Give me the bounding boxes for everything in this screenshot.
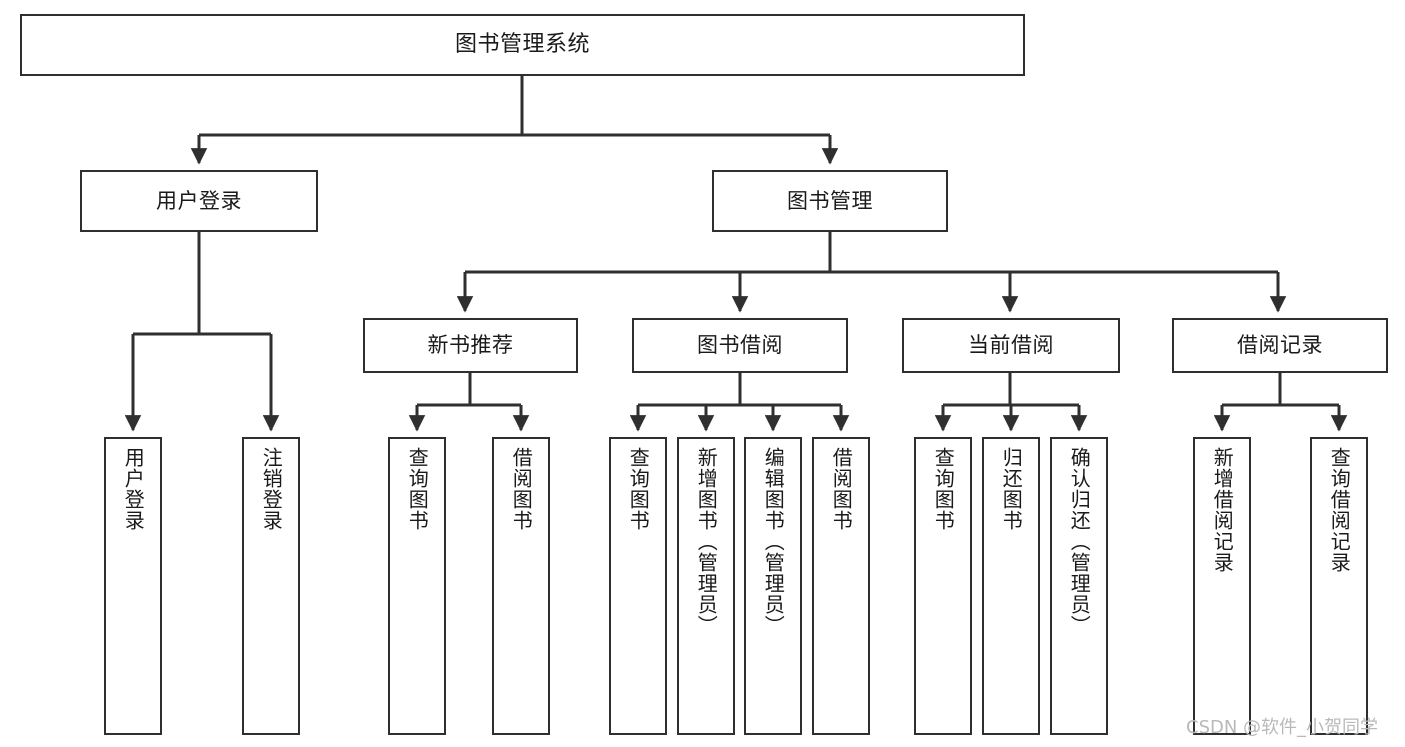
node-leaf-return-book-label: 归还图书 — [999, 447, 1024, 531]
node-book-management-label: 图书管理 — [787, 188, 873, 213]
node-leaf-query-book-1[interactable]: 查询图书 — [388, 437, 446, 735]
node-leaf-logout-login[interactable]: 注销登录 — [242, 437, 300, 735]
node-leaf-borrow-book-1[interactable]: 借阅图书 — [492, 437, 550, 735]
node-leaf-query-book-1-label: 查询图书 — [405, 447, 430, 531]
node-leaf-borrow-book-2-label: 借阅图书 — [829, 447, 854, 531]
node-book-borrow-label: 图书借阅 — [697, 333, 783, 358]
node-leaf-user-login[interactable]: 用户登录 — [104, 437, 162, 735]
node-leaf-add-book-label: 新增图书（管理员） — [694, 447, 719, 636]
node-leaf-edit-book[interactable]: 编辑图书（管理员） — [744, 437, 802, 735]
node-leaf-user-login-label: 用户登录 — [121, 447, 146, 531]
node-leaf-logout-login-label: 注销登录 — [259, 447, 284, 531]
node-current-borrow[interactable]: 当前借阅 — [902, 318, 1120, 373]
node-leaf-query-record[interactable]: 查询借阅记录 — [1310, 437, 1368, 735]
node-borrow-record-label: 借阅记录 — [1237, 333, 1323, 358]
node-leaf-confirm-return[interactable]: 确认归还（管理员） — [1050, 437, 1108, 735]
node-user-login[interactable]: 用户登录 — [80, 170, 318, 232]
node-leaf-add-record-label: 新增借阅记录 — [1210, 447, 1235, 573]
node-leaf-query-book-3[interactable]: 查询图书 — [914, 437, 972, 735]
node-current-borrow-label: 当前借阅 — [968, 333, 1054, 358]
node-leaf-query-book-2-label: 查询图书 — [626, 447, 651, 531]
node-new-book-recommend-label: 新书推荐 — [427, 333, 514, 358]
csdn-watermark: CSDN @软件_小贺同学 — [1186, 717, 1379, 738]
node-leaf-query-record-label: 查询借阅记录 — [1327, 447, 1352, 573]
node-leaf-add-book[interactable]: 新增图书（管理员） — [677, 437, 735, 735]
node-book-management[interactable]: 图书管理 — [712, 170, 948, 232]
node-leaf-query-book-2[interactable]: 查询图书 — [609, 437, 667, 735]
node-user-login-label: 用户登录 — [156, 188, 242, 213]
node-leaf-confirm-return-label: 确认归还（管理员） — [1067, 447, 1092, 636]
node-borrow-record[interactable]: 借阅记录 — [1172, 318, 1388, 373]
node-leaf-query-book-3-label: 查询图书 — [931, 447, 956, 531]
node-leaf-add-record[interactable]: 新增借阅记录 — [1193, 437, 1251, 735]
node-new-book-recommend[interactable]: 新书推荐 — [363, 318, 578, 373]
node-leaf-borrow-book-2[interactable]: 借阅图书 — [812, 437, 870, 735]
node-book-borrow[interactable]: 图书借阅 — [632, 318, 848, 373]
node-leaf-edit-book-label: 编辑图书（管理员） — [761, 447, 786, 636]
node-root-label: 图书管理系统 — [454, 32, 590, 58]
node-leaf-borrow-book-1-label: 借阅图书 — [509, 447, 534, 531]
node-leaf-return-book[interactable]: 归还图书 — [982, 437, 1040, 735]
node-root[interactable]: 图书管理系统 — [20, 14, 1025, 76]
